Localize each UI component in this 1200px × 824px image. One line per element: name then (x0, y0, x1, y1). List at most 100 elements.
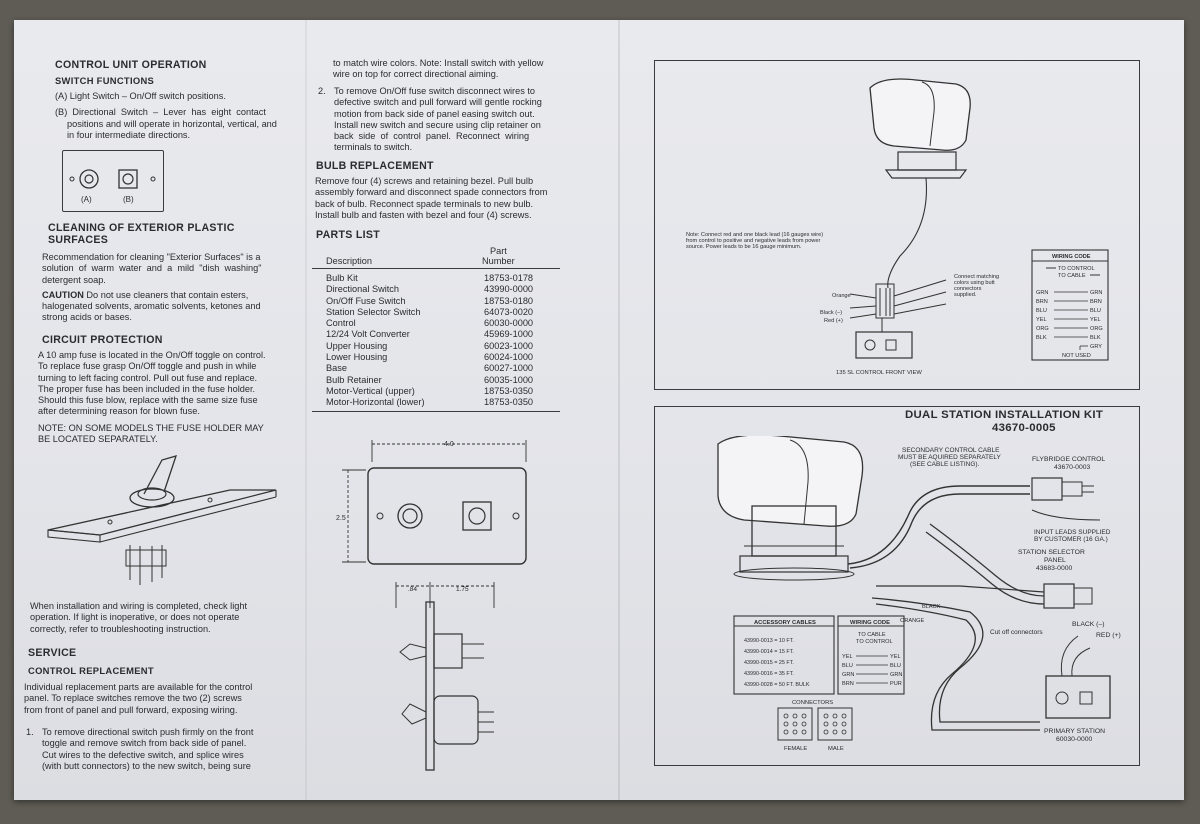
accessory-item: 43990-0016 = 35 FT. (744, 671, 794, 677)
dual-station-title: DUAL STATION INSTALLATION KIT (905, 409, 1104, 421)
circuit-line: A 10 amp fuse is located in the On/Off t… (38, 350, 266, 360)
table-row: On/Off Fuse Switch 18753-0180 (312, 296, 560, 307)
selector-label: PANEL (1044, 557, 1066, 564)
part-desc: Motor-Horizontal (lower) (326, 397, 425, 408)
note-line: NOTE: ON SOME MODELS THE FUSE HOLDER MAY (38, 422, 264, 433)
part-desc: Bulb Retainer (326, 374, 382, 385)
dim-a-label: .84 (408, 586, 417, 593)
note-line: source. Power leads to be 16 gauge minim… (686, 244, 802, 250)
parts-header: Part Number Description (312, 246, 560, 269)
part-desc: 12/24 Volt Converter (326, 329, 410, 340)
circuit-text: A 10 amp fuse is located in the On/Off t… (38, 350, 296, 445)
not-used-label: NOT USED (1062, 353, 1091, 359)
part-num: 18753-0180 (484, 295, 534, 306)
step-2-line: Install new switch and secure using clip… (334, 119, 541, 130)
part-num: 60023-1000 (484, 340, 534, 351)
step-1-number: 1. (26, 727, 34, 737)
switch-b-text: (B) Directional Switch – Lever has eight… (55, 107, 266, 118)
accessory-title: ACCESSORY CABLES (754, 620, 816, 626)
part-num: 45969-1000 (484, 329, 534, 340)
code-left: BLK (1036, 335, 1047, 341)
secondary-cable-label: MUST BE AQUIRED SEPARATELY (898, 454, 1001, 461)
black-wire-label: BLACK (922, 604, 941, 610)
part-num: 18753-0178 (484, 273, 534, 283)
parts-list-title: PARTS LIST (316, 229, 381, 241)
dim-b-label: 1.75 (456, 586, 469, 593)
part-num: 60030-0000 (484, 318, 534, 329)
circuit-line: after determining reason for blown fuse. (38, 406, 200, 417)
bulb-line: Install bulb and fasten with bezel and f… (315, 209, 532, 220)
table-row: Motor-Vertical (upper)18753-0350 (312, 386, 560, 397)
part-desc: Control (326, 318, 356, 329)
red-label: Red (+) (824, 318, 843, 324)
code-right: GRY (1090, 344, 1102, 350)
code-right: ORG (1090, 326, 1103, 332)
code-right: BLU (1090, 308, 1101, 314)
code-left: BLU (842, 663, 853, 669)
accessory-item: 43990-0028 = 50 FT. BULK (744, 682, 810, 688)
bulb-line: assembly forward and disconnect spade co… (315, 187, 548, 198)
label-a: (A) (81, 195, 92, 204)
replacement-line: from front of panel and pull forward, ex… (24, 704, 238, 715)
switch-a-text: (A) Light Switch – On/Off switch positio… (55, 91, 226, 101)
caution-line: halogenated solvents, aromatic solvents,… (42, 301, 261, 312)
dual-station-diagram: SECONDARY CONTROL CABLE MUST BE AQUIRED … (717, 436, 1121, 752)
selector-label: 43683-0000 (1036, 565, 1073, 572)
step-1-line: toggle and remove switch from back side … (42, 738, 247, 749)
cleaning-line: detergent soap. (42, 274, 106, 285)
primary-station-label: PRIMARY STATION (1044, 728, 1105, 735)
instruction-sheet (14, 20, 1184, 800)
replacement-line: Individual replacement parts are availab… (24, 682, 253, 692)
to-cable-label: TO CABLE (1058, 273, 1086, 279)
part-desc: Station Selector Switch (326, 306, 421, 317)
front-view-caption: 135 SL CONTROL FRONT VIEW (836, 370, 922, 376)
control-unit-title: CONTROL UNIT OPERATION (55, 59, 207, 71)
connect-line: connectors (954, 286, 982, 292)
connect-line: supplied. (954, 292, 977, 298)
step-1-line: To remove directional switch push firmly… (42, 727, 254, 737)
cleaning-title-line: SURFACES (48, 234, 109, 246)
switch-b-text: in four intermediate directions. (67, 129, 191, 140)
code-left: BLU (1036, 308, 1047, 314)
code-right: BRN (1090, 299, 1102, 305)
step-1-line: (with butt connectors) to the new switch… (42, 760, 251, 771)
control-panel-drawing: (A) (B) (62, 150, 164, 212)
replacement-text: Individual replacement parts are availab… (24, 682, 294, 716)
continued-line: to match wire colors. Note: Install swit… (333, 58, 544, 68)
col-description: Description (326, 256, 372, 266)
part-desc: Lower Housing (326, 352, 388, 363)
install-line: correctly, refer to troubleshooting inst… (30, 623, 211, 634)
connectors-title: CONNECTORS (792, 700, 833, 706)
parts-bottom-rule (312, 410, 560, 412)
code-right: PUR (890, 681, 902, 687)
input-leads-label: INPUT LEADS SUPPLIED (1034, 529, 1111, 536)
bulb-line: Remove four (4) screws and retaining bez… (315, 176, 534, 186)
table-row: 12/24 Volt Converter 45969-1000 (312, 329, 560, 340)
to-cable-label: TO CABLE (858, 632, 886, 638)
caution-line: strong acids or bases. (42, 312, 132, 323)
center-fold (618, 20, 620, 800)
install-check-text: When installation and wiring is complete… (30, 601, 292, 635)
note-line: from control to positive and negative le… (686, 238, 820, 244)
part-num: 64073-0020 (484, 306, 534, 317)
circuit-line: turning to left facing control. Pull out… (38, 372, 258, 383)
dim-width-label: 4.0 (444, 441, 454, 448)
fuse-toggle-drawing (47, 455, 277, 585)
code-left: YEL (842, 654, 853, 660)
panel-dimension-drawing: 4.0 2.5 .84 1.75 (336, 440, 527, 771)
cleaning-title-line: CLEANING OF EXTERIOR PLASTIC (48, 222, 235, 234)
part-desc: On/Off Fuse Switch (326, 295, 406, 306)
cleaning-line: Recommendation for cleaning "Exterior Su… (42, 252, 261, 262)
flybridge-label: FLYBRIDGE CONTROL (1032, 456, 1105, 463)
connect-line: colors using butt (954, 280, 995, 286)
part-desc: Motor-Vertical (upper) (326, 385, 415, 396)
accessory-item: 43990-0013 = 10 FT. (744, 638, 794, 644)
dual-station-panel (654, 406, 1140, 766)
cleaning-text: Recommendation for cleaning "Exterior Su… (42, 252, 294, 324)
note-line: BE LOCATED SEPARATELY. (38, 434, 158, 445)
secondary-cable-label: (SEE CABLE LISTING). (910, 461, 980, 468)
to-control-label: TO CONTROL (1058, 266, 1095, 272)
